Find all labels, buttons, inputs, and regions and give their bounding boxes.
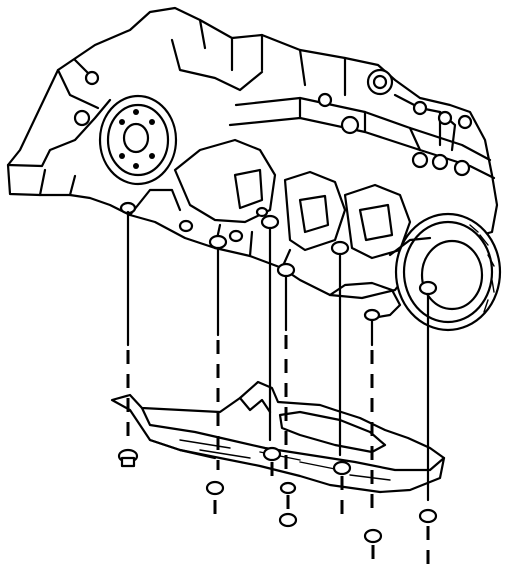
crankshaft-pulley: [98, 94, 178, 186]
oil-pan-shield: [110, 380, 446, 494]
bolt-7: [418, 280, 438, 566]
bolt-5: [330, 240, 352, 520]
block-bolt-bosses: [73, 68, 473, 177]
bolt-2: [205, 234, 228, 520]
harmonic-balancer: [328, 212, 502, 332]
bolt-4: [276, 262, 298, 528]
bolt-6: [363, 308, 383, 566]
bolt-3: [260, 214, 282, 480]
bolt-8: [178, 206, 269, 243]
bolt-1: [117, 201, 139, 468]
